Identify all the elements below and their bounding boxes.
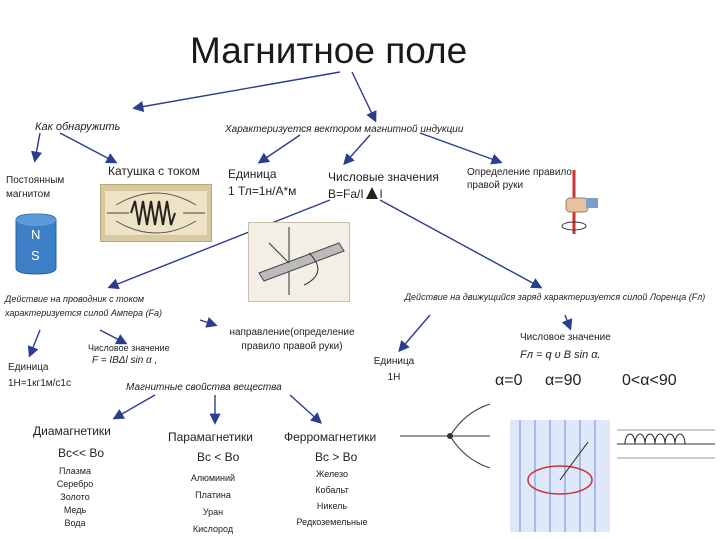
lorentz-force-description: Действие на движущийся заряд характеризу… — [404, 292, 706, 302]
arrow-prop-ferro — [289, 394, 323, 424]
unit-newton-left: Единица 1Н=1кг1м/с1с — [8, 360, 71, 392]
numeric-formula-tail: l — [379, 187, 383, 201]
arrow-how-coil — [59, 132, 118, 164]
circular-motion-image — [510, 420, 610, 532]
permanent-magnet: N S — [14, 212, 58, 276]
numeric-value-right-label: Числовое значение — [520, 332, 611, 343]
particle-trajectories-image — [395, 392, 495, 480]
diamagnetics-relation: Вс<< Во — [58, 446, 105, 460]
unit-newton-right: Единица 1Н — [370, 354, 418, 386]
arrow-how-magnet — [31, 132, 43, 163]
arrow-prop-dia — [112, 394, 156, 420]
list-item: Железо — [316, 469, 348, 479]
numeric-formula: B=Fa/I — [328, 187, 364, 201]
permanent-magnet-label: Постоянным магнитом — [6, 175, 65, 200]
spiral-motion-image — [615, 420, 717, 468]
how-to-detect-label: Как обнаружить — [35, 121, 121, 133]
unit-newton-right-line2: 1Н — [387, 372, 401, 383]
arrow-title-char — [351, 71, 377, 123]
magnet-n-label: N — [31, 227, 41, 242]
lorentz-formula: Fл = q υ B sin α. — [520, 349, 601, 361]
ferromagnetics-title: Ферромагнетики — [284, 430, 377, 444]
paramagnetics-relation: Вс < Во — [197, 450, 240, 464]
page-title: Магнитное поле — [190, 30, 468, 71]
right-hand-definition: Определение правило правой руки — [467, 167, 572, 191]
angle-range: 0<α<90 — [622, 372, 677, 389]
list-item: Вода — [64, 518, 86, 528]
list-item: Медь — [63, 505, 87, 515]
magnet-s-label: S — [31, 248, 40, 263]
unit-newton-right-line1: Единица — [373, 356, 415, 367]
ampere-wire-image — [248, 222, 350, 302]
arrow-ampere-direction — [199, 317, 218, 328]
numeric-values-line1: Числовые значения — [328, 170, 439, 184]
list-item: Алюминий — [190, 473, 236, 483]
ferromagnetics-list: Железо Кобальт Никель Редкоземельные — [292, 466, 372, 530]
arrow-char-unit — [257, 134, 301, 164]
list-item: Никель — [316, 501, 348, 511]
unit-newton-left-line2: 1Н=1кг1м/с1с — [8, 378, 71, 389]
coil-image — [100, 184, 212, 242]
arrow-char-righthand — [419, 132, 503, 165]
direction-rule-label: направление(определение правило правой р… — [229, 327, 355, 352]
numeric-values-line2: B=Fa/I l — [328, 186, 439, 203]
arrow-ampere-numeric — [99, 329, 128, 345]
arrow-ampere-unit — [27, 329, 41, 358]
list-item: Платина — [195, 490, 231, 500]
diamagnetics-title: Диамагнетики — [33, 424, 111, 438]
magnetic-properties-label: Магнитные свойства вещества — [126, 382, 282, 393]
list-item: Золото — [60, 492, 90, 502]
list-item: Уран — [202, 507, 224, 517]
ampere-formula: F = IBΔl sin α , — [92, 355, 158, 366]
ampere-force-description: Действие на проводник с током характериз… — [5, 294, 163, 318]
angle-zero: α=0 — [495, 372, 523, 389]
arrow-numeric-lorentz — [379, 199, 543, 289]
unit-tesla-line1: Единица — [228, 167, 277, 181]
ferromagnetics-relation: Вс > Во — [315, 450, 358, 464]
unit-newton-left-line1: Единица — [8, 362, 49, 373]
numeric-value-left-label: Числовое значение — [88, 343, 170, 353]
arrow-lorentz-unit — [398, 314, 431, 353]
arrow-numeric-ampere — [107, 199, 331, 290]
characterized-label: Характеризуется вектором магнитной индук… — [225, 124, 464, 135]
list-item: Кислород — [192, 524, 234, 534]
unit-tesla-block: Единица 1 Тл=1н/А*м — [228, 166, 296, 200]
list-item: Кобальт — [315, 485, 349, 495]
coil-label: Катушка с током — [108, 164, 200, 178]
arrow-char-numeric — [343, 134, 371, 166]
list-item: Плазма — [59, 466, 91, 476]
right-hand-image — [548, 168, 604, 244]
arrow-title-how — [132, 71, 341, 113]
arrow-lorentz-numeric — [561, 314, 573, 331]
diamagnetics-list: Плазма Серебро Золото Медь Вода — [45, 465, 105, 530]
list-item: Редкоземельные — [296, 517, 368, 527]
unit-tesla-line2: 1 Тл=1н/А*м — [228, 184, 297, 198]
list-item: Серебро — [56, 479, 94, 489]
paramagnetics-title: Парамагнетики — [168, 430, 254, 444]
delta-icon — [365, 187, 378, 199]
numeric-values-block: Числовые значения B=Fa/I l — [328, 169, 439, 203]
angle-ninety: α=90 — [545, 372, 582, 389]
paramagnetics-list: Алюминий Платина Уран Кислород — [178, 470, 248, 538]
